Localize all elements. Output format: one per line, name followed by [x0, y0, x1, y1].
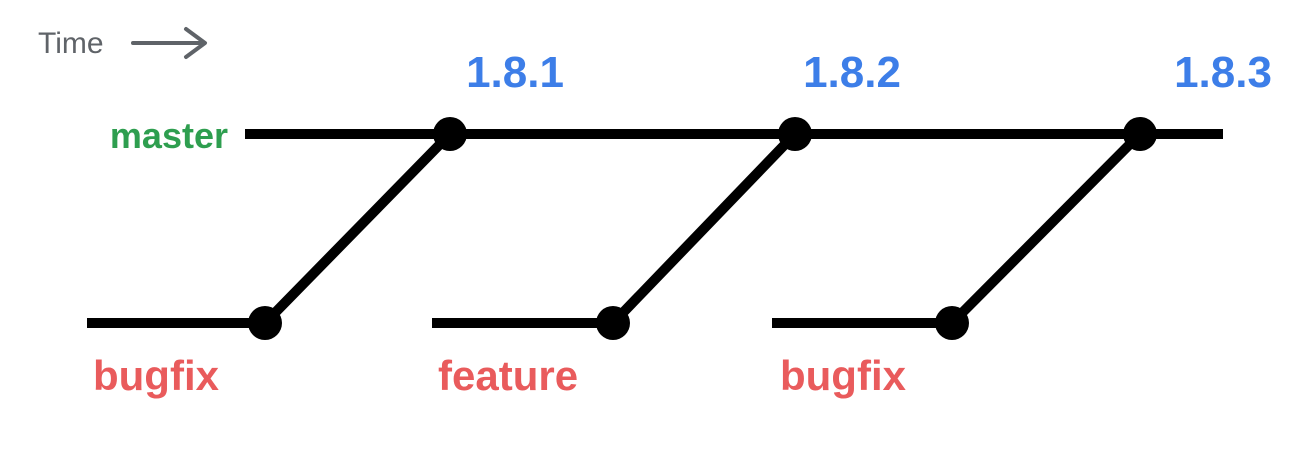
release-tag-label: 1.8.2 — [803, 48, 901, 97]
branch-commit-dot — [596, 306, 630, 340]
branch-label: feature — [438, 352, 578, 399]
time-arrow-head — [184, 27, 207, 59]
master-commit-dot — [433, 117, 467, 151]
branch-label: bugfix — [780, 352, 907, 399]
merge-line-bugfix — [261, 130, 454, 327]
master-branch-label: master — [110, 115, 228, 156]
merge-line-bugfix — [948, 130, 1144, 327]
release-tag-label: 1.8.1 — [466, 48, 564, 97]
branch-label: bugfix — [93, 352, 220, 399]
master-commit-dot — [778, 117, 812, 151]
branch-commit-dot — [248, 306, 282, 340]
branch-commit-dot — [935, 306, 969, 340]
time-label: Time — [38, 27, 104, 60]
master-commit-dot — [1123, 117, 1157, 151]
merge-line-feature — [609, 130, 799, 327]
release-tag-label: 1.8.3 — [1174, 48, 1272, 97]
